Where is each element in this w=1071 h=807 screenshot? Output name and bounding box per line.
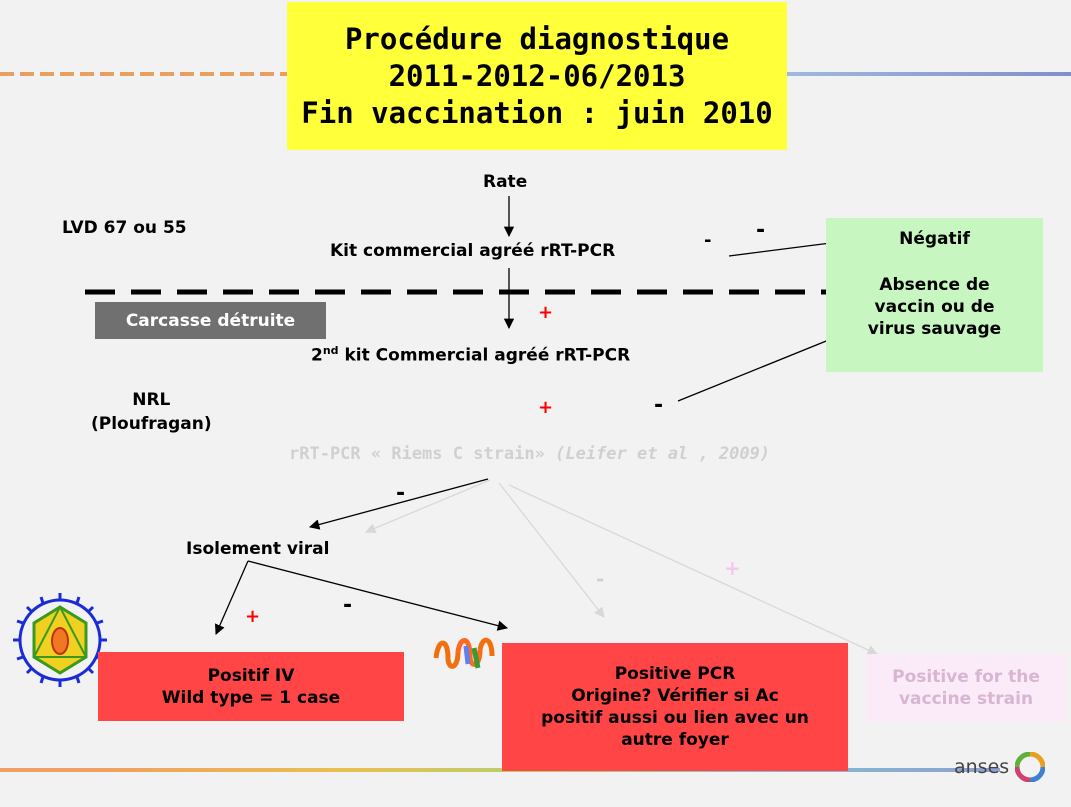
title-box: Procédure diagnostique 2011-2012-06/2013… xyxy=(287,2,787,150)
faint-plus-sign: + xyxy=(724,556,741,580)
arrow-riems-to-isolement xyxy=(308,478,489,530)
kit2-number: 2 xyxy=(311,345,323,366)
positive-pcr-line-2: Origine? Vérifier si Ac xyxy=(571,686,779,706)
positive-iv-line-1: Positif IV xyxy=(207,665,295,686)
nrl-line-1: NRL xyxy=(132,390,171,410)
riems-pcr-label: rRT-PCR « Riems C strain» (Leifer et al … xyxy=(289,444,770,464)
kit2-superscript: nd xyxy=(322,344,339,357)
faint-minus-sign: - xyxy=(596,567,605,591)
carcasse-text: Carcasse détruite xyxy=(125,310,296,331)
positive-pcr-line-4: autre foyer xyxy=(621,730,729,750)
negative-title: Négatif xyxy=(899,229,970,249)
negative-line-2: Absence de xyxy=(879,275,990,295)
footer-divider xyxy=(0,768,1000,772)
lvd-label: LVD 67 ou 55 xyxy=(62,218,187,238)
negative-result-box: Négatif Absence de vaccin ou de virus sa… xyxy=(826,218,1043,372)
nrl-line-2: (Ploufragan) xyxy=(91,414,212,434)
riems-pcr-text: rRT-PCR « Riems C strain» xyxy=(289,444,556,464)
title-line-1: Procédure diagnostique xyxy=(344,21,730,56)
positive-pcr-line-3: positif aussi ou lien avec un xyxy=(541,708,809,728)
positive-pcr-line-1: Positive PCR xyxy=(614,664,736,684)
nrl-label: NRL (Ploufragan) xyxy=(91,388,212,436)
isolement-label: Isolement viral xyxy=(186,539,330,559)
anses-logo-icon xyxy=(1015,752,1046,782)
virus-icon xyxy=(13,593,107,687)
arrow-riems-faint-left xyxy=(365,479,491,534)
vaccine-line-1: Positive for the xyxy=(892,667,1040,687)
kit2-plus-sign: + xyxy=(538,397,554,418)
arrow-isolement-to-positive-iv xyxy=(214,560,249,635)
arrow-isolement-to-positive-pcr xyxy=(247,560,509,631)
riems-pcr-reference: (Leifer et al , 2009) xyxy=(555,444,771,464)
arrow-kit2-to-negative xyxy=(677,331,847,402)
header-divider-left xyxy=(0,72,287,76)
positive-pcr-box: Positive PCR Origine? Vérifier si Ac pos… xyxy=(502,643,848,771)
arrow-riems-faint-mid xyxy=(498,482,605,618)
negative-line-3: vaccin ou de xyxy=(874,297,995,317)
kit1-label: Kit commercial agréé rRT-PCR xyxy=(330,241,616,261)
anses-logo-text: anses xyxy=(954,756,1010,778)
header-divider-right xyxy=(787,72,1071,76)
kit1-plus-sign: + xyxy=(538,302,554,323)
isolement-minus-sign: - xyxy=(343,593,353,618)
kit1-minus-sign: - xyxy=(704,230,712,251)
negative-minus-sign: - xyxy=(756,218,766,243)
title-line-2: 2011-2012-06/2013 xyxy=(388,58,686,93)
kit2-label: 2nd kit Commercial agréé rRT-PCR xyxy=(311,344,630,366)
arrow-riems-faint-right xyxy=(508,484,878,655)
kit2-text: kit Commercial agréé rRT-PCR xyxy=(338,345,631,366)
anses-logo: anses xyxy=(954,752,1046,782)
protein-helix-icon xyxy=(433,637,495,669)
isolement-plus-sign: + xyxy=(245,606,261,627)
negative-line-4: virus sauvage xyxy=(867,319,1002,339)
carcasse-label: Carcasse détruite xyxy=(95,302,326,339)
title-line-3: Fin vaccination : juin 2010 xyxy=(301,95,773,130)
positive-iv-box: Positif IV Wild type = 1 case xyxy=(98,652,404,721)
vaccine-strain-box: Positive for the vaccine strain xyxy=(866,654,1066,722)
kit2-minus-sign: - xyxy=(654,393,664,418)
riems-minus-sign: - xyxy=(396,481,406,506)
rate-label: Rate xyxy=(483,172,528,192)
positive-iv-line-2: Wild type = 1 case xyxy=(161,687,341,708)
vaccine-line-2: vaccine strain xyxy=(898,689,1034,709)
